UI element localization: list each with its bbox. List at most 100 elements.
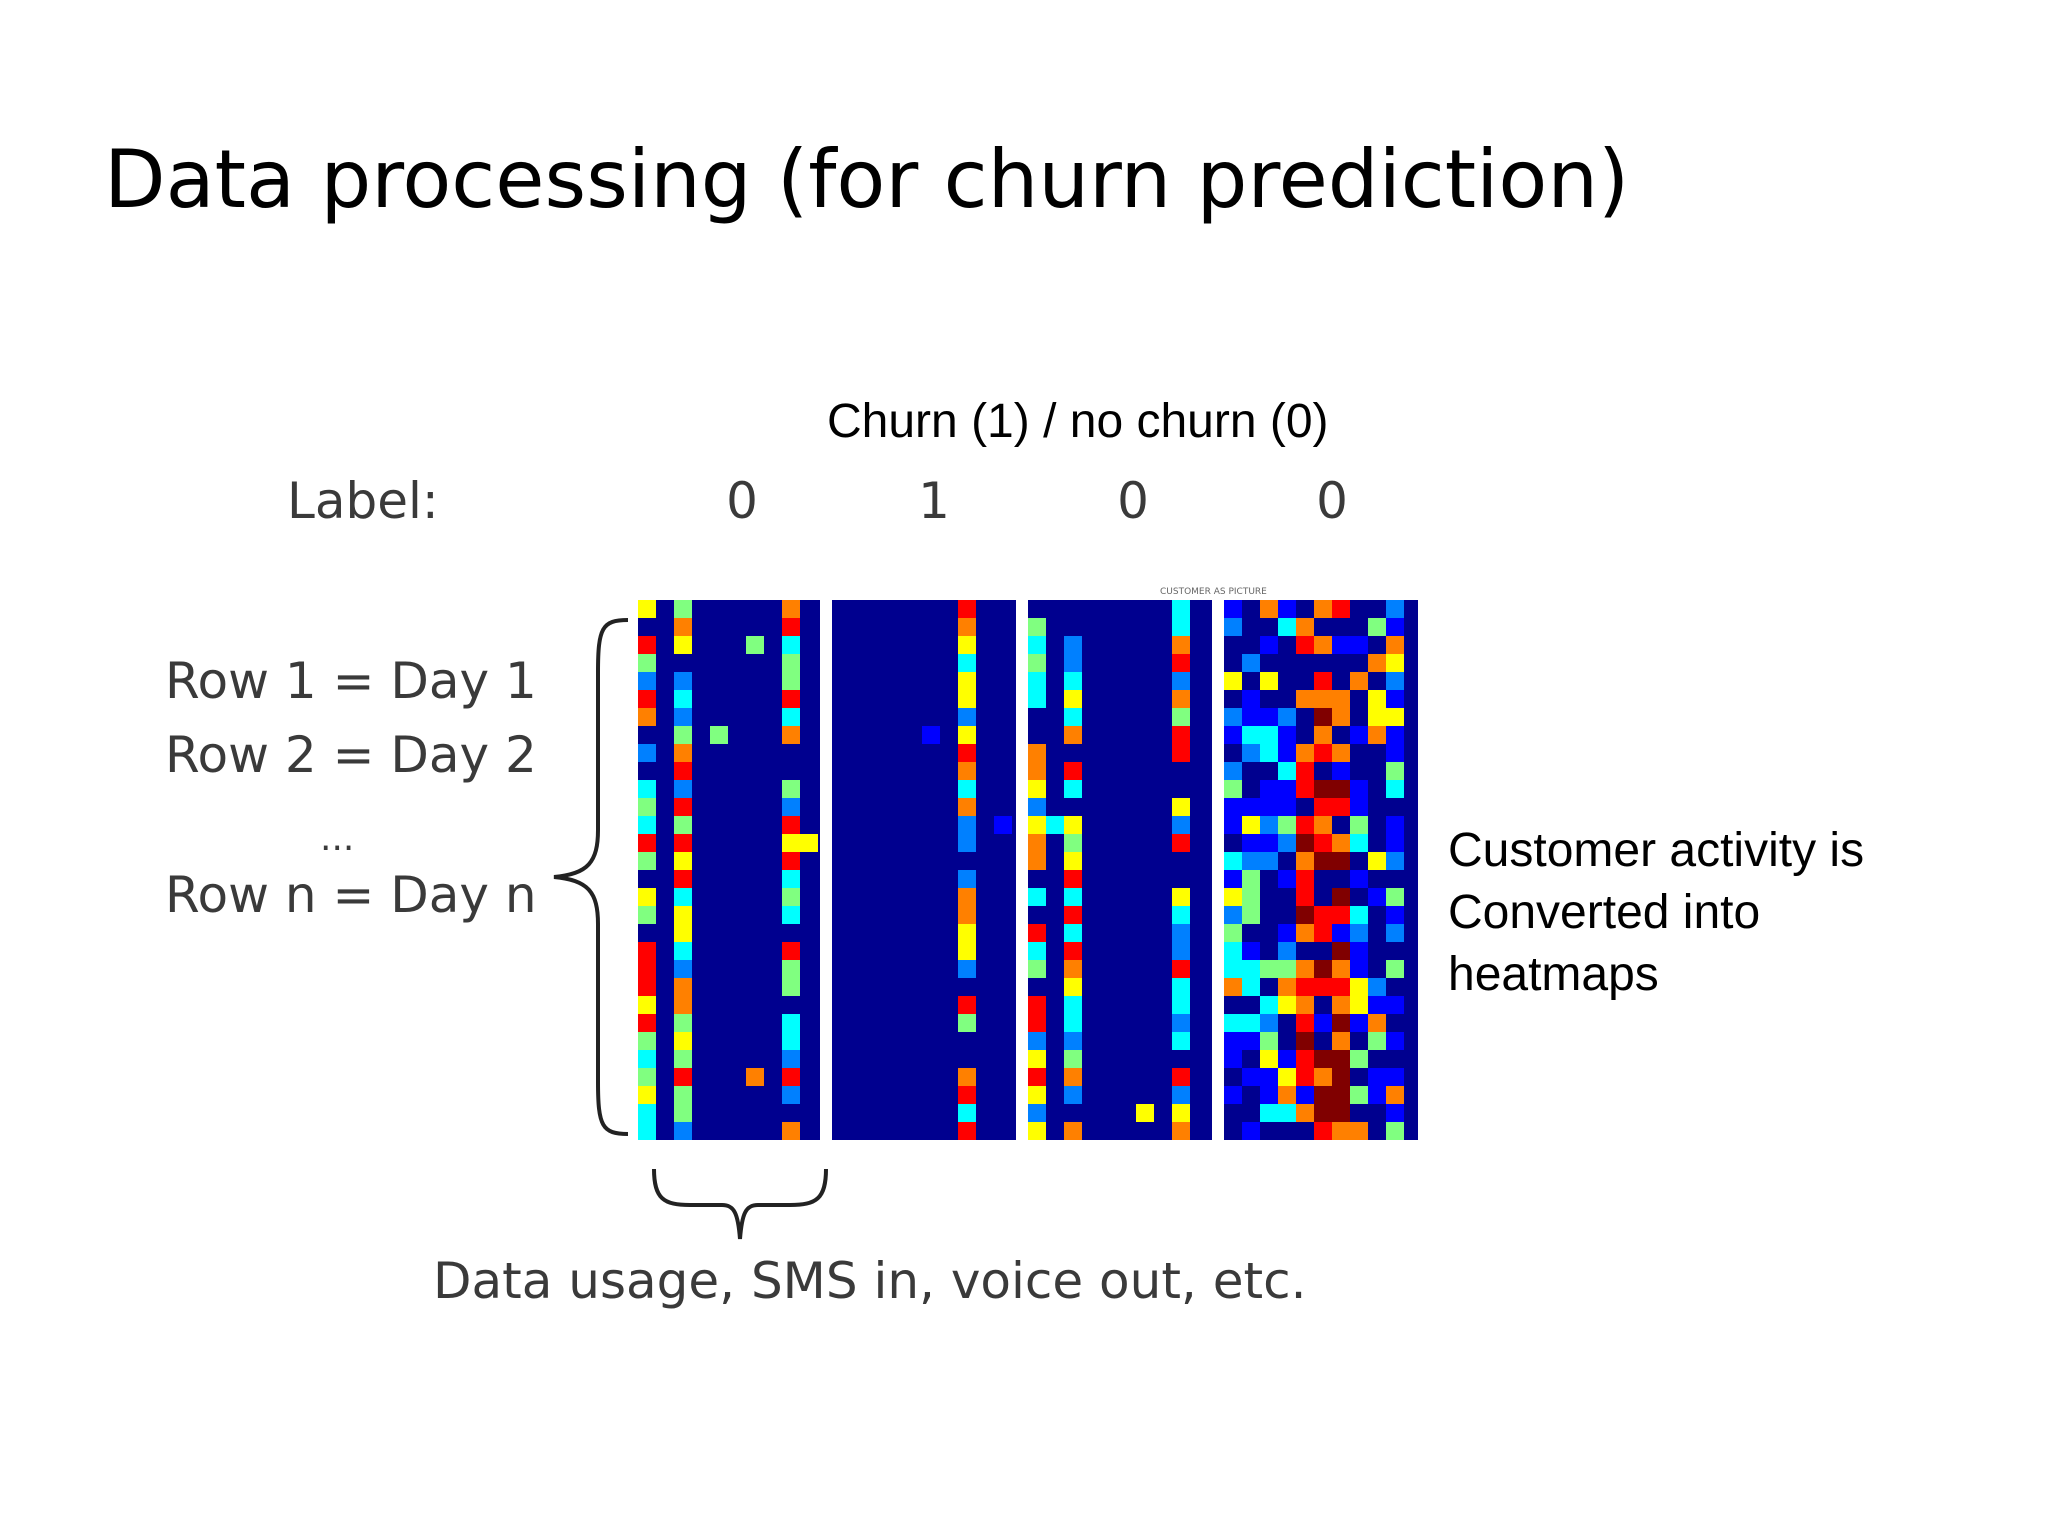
heatmap-cell bbox=[1172, 924, 1190, 942]
heatmap-cell bbox=[1368, 1086, 1386, 1104]
heatmap-cell bbox=[1278, 1086, 1296, 1104]
heatmap-cell bbox=[1314, 1014, 1332, 1032]
heatmap-cell bbox=[1278, 708, 1296, 726]
heatmap-cell bbox=[922, 726, 940, 744]
heatmap-cell bbox=[1260, 1032, 1278, 1050]
heatmap-cell bbox=[782, 690, 800, 708]
heatmap-cell bbox=[782, 906, 800, 924]
heatmap-cell bbox=[1332, 1068, 1350, 1086]
heatmap-cell bbox=[958, 906, 976, 924]
heatmap-cell bbox=[1028, 1104, 1046, 1122]
heatmap-cell bbox=[1386, 888, 1404, 906]
heatmap-callout-line-3: heatmaps bbox=[1448, 948, 1659, 1001]
heatmap-cell bbox=[674, 996, 692, 1014]
heatmap-cell bbox=[1172, 1014, 1190, 1032]
heatmap-cell bbox=[1064, 942, 1082, 960]
heatmap-cell bbox=[1314, 600, 1332, 618]
heatmap-cell bbox=[1064, 672, 1082, 690]
heatmap-cell bbox=[1332, 762, 1350, 780]
heatmap-cell bbox=[1350, 1086, 1368, 1104]
heatmap-cell bbox=[674, 798, 692, 816]
heatmap-cell bbox=[1242, 1122, 1260, 1140]
heatmap-cell bbox=[1260, 852, 1278, 870]
heatmap-cell bbox=[1064, 996, 1082, 1014]
heatmap-cell bbox=[1064, 762, 1082, 780]
heatmap-cell bbox=[1028, 1122, 1046, 1140]
heatmap-cell bbox=[638, 888, 656, 906]
heatmap-cell bbox=[638, 654, 656, 672]
heatmap-cell bbox=[674, 1014, 692, 1032]
heatmap-cell bbox=[638, 1014, 656, 1032]
heatmap-cell bbox=[1242, 978, 1260, 996]
heatmap-cell bbox=[1064, 1068, 1082, 1086]
heatmap-cell bbox=[638, 978, 656, 996]
heatmap-cell bbox=[1332, 960, 1350, 978]
heatmap-cell bbox=[782, 1014, 800, 1032]
heatmap-cell bbox=[1064, 924, 1082, 942]
heatmap-cell bbox=[1242, 726, 1260, 744]
heatmap-cell bbox=[782, 798, 800, 816]
heatmap-cell bbox=[1028, 888, 1046, 906]
heatmap-cell bbox=[1368, 852, 1386, 870]
heatmap-cell bbox=[1224, 816, 1242, 834]
heatmap-cell bbox=[638, 906, 656, 924]
heatmap-cell bbox=[1296, 780, 1314, 798]
heatmap-cell bbox=[1332, 780, 1350, 798]
heatmap-cell bbox=[1386, 726, 1404, 744]
heatmap-cell bbox=[1172, 996, 1190, 1014]
heatmap-cell bbox=[1350, 996, 1368, 1014]
heatmap-cell bbox=[1278, 726, 1296, 744]
heatmap-cell bbox=[1260, 960, 1278, 978]
row-n-text: Row n = Day n bbox=[165, 866, 537, 924]
heatmap-cell bbox=[1278, 870, 1296, 888]
heatmap-cell bbox=[1172, 798, 1190, 816]
heatmap-cell bbox=[1386, 852, 1404, 870]
heatmap-cell bbox=[1172, 1104, 1190, 1122]
heatmap-cell bbox=[1332, 942, 1350, 960]
heatmap-cell bbox=[1386, 1104, 1404, 1122]
label-value-2: 1 bbox=[918, 472, 950, 530]
heatmap-cell bbox=[1332, 636, 1350, 654]
heatmap-cell bbox=[958, 762, 976, 780]
heatmap-cell bbox=[1350, 1122, 1368, 1140]
heatmap-cell bbox=[1224, 708, 1242, 726]
heatmap-cell bbox=[1368, 1032, 1386, 1050]
heatmap-cell bbox=[1064, 852, 1082, 870]
heatmap-cell bbox=[638, 636, 656, 654]
heatmap-cell bbox=[782, 1086, 800, 1104]
heatmap-cell bbox=[1064, 708, 1082, 726]
heatmap-callout: Customer activity is Converted into heat… bbox=[1448, 820, 1948, 1006]
heatmap-cell bbox=[1172, 690, 1190, 708]
heatmap-cell bbox=[1296, 1050, 1314, 1068]
heatmap-cell bbox=[1314, 726, 1332, 744]
heatmap-cell bbox=[1260, 780, 1278, 798]
heatmap-cell bbox=[1332, 798, 1350, 816]
heatmap-cell bbox=[958, 708, 976, 726]
heatmap-cell bbox=[1028, 780, 1046, 798]
heatmap-cell bbox=[1332, 1014, 1350, 1032]
heatmap-cell bbox=[958, 834, 976, 852]
heatmap-cell bbox=[1172, 600, 1190, 618]
heatmap-cell bbox=[1386, 816, 1404, 834]
row-1-text: Row 1 = Day 1 bbox=[165, 652, 537, 710]
heatmap-cell bbox=[1296, 906, 1314, 924]
heatmap-cell bbox=[674, 726, 692, 744]
heatmap-cell bbox=[1260, 600, 1278, 618]
heatmap-cell bbox=[958, 744, 976, 762]
heatmap-cell bbox=[674, 978, 692, 996]
heatmap-cell bbox=[1064, 780, 1082, 798]
heatmap-cell bbox=[1224, 780, 1242, 798]
heatmap-cell bbox=[1314, 780, 1332, 798]
slide-title: Data processing (for churn prediction) bbox=[104, 133, 1630, 226]
heatmap-cell bbox=[674, 780, 692, 798]
heatmap-cell bbox=[958, 870, 976, 888]
heatmap-cell bbox=[958, 780, 976, 798]
label-value-1: 0 bbox=[726, 472, 758, 530]
heatmap-cell bbox=[1172, 726, 1190, 744]
heatmap-cell bbox=[1224, 942, 1242, 960]
heatmap-cell bbox=[674, 834, 692, 852]
heatmap-cell bbox=[1224, 906, 1242, 924]
heatmap-cell bbox=[1314, 924, 1332, 942]
heatmap-cell bbox=[1332, 1104, 1350, 1122]
heatmap-cell bbox=[1296, 762, 1314, 780]
